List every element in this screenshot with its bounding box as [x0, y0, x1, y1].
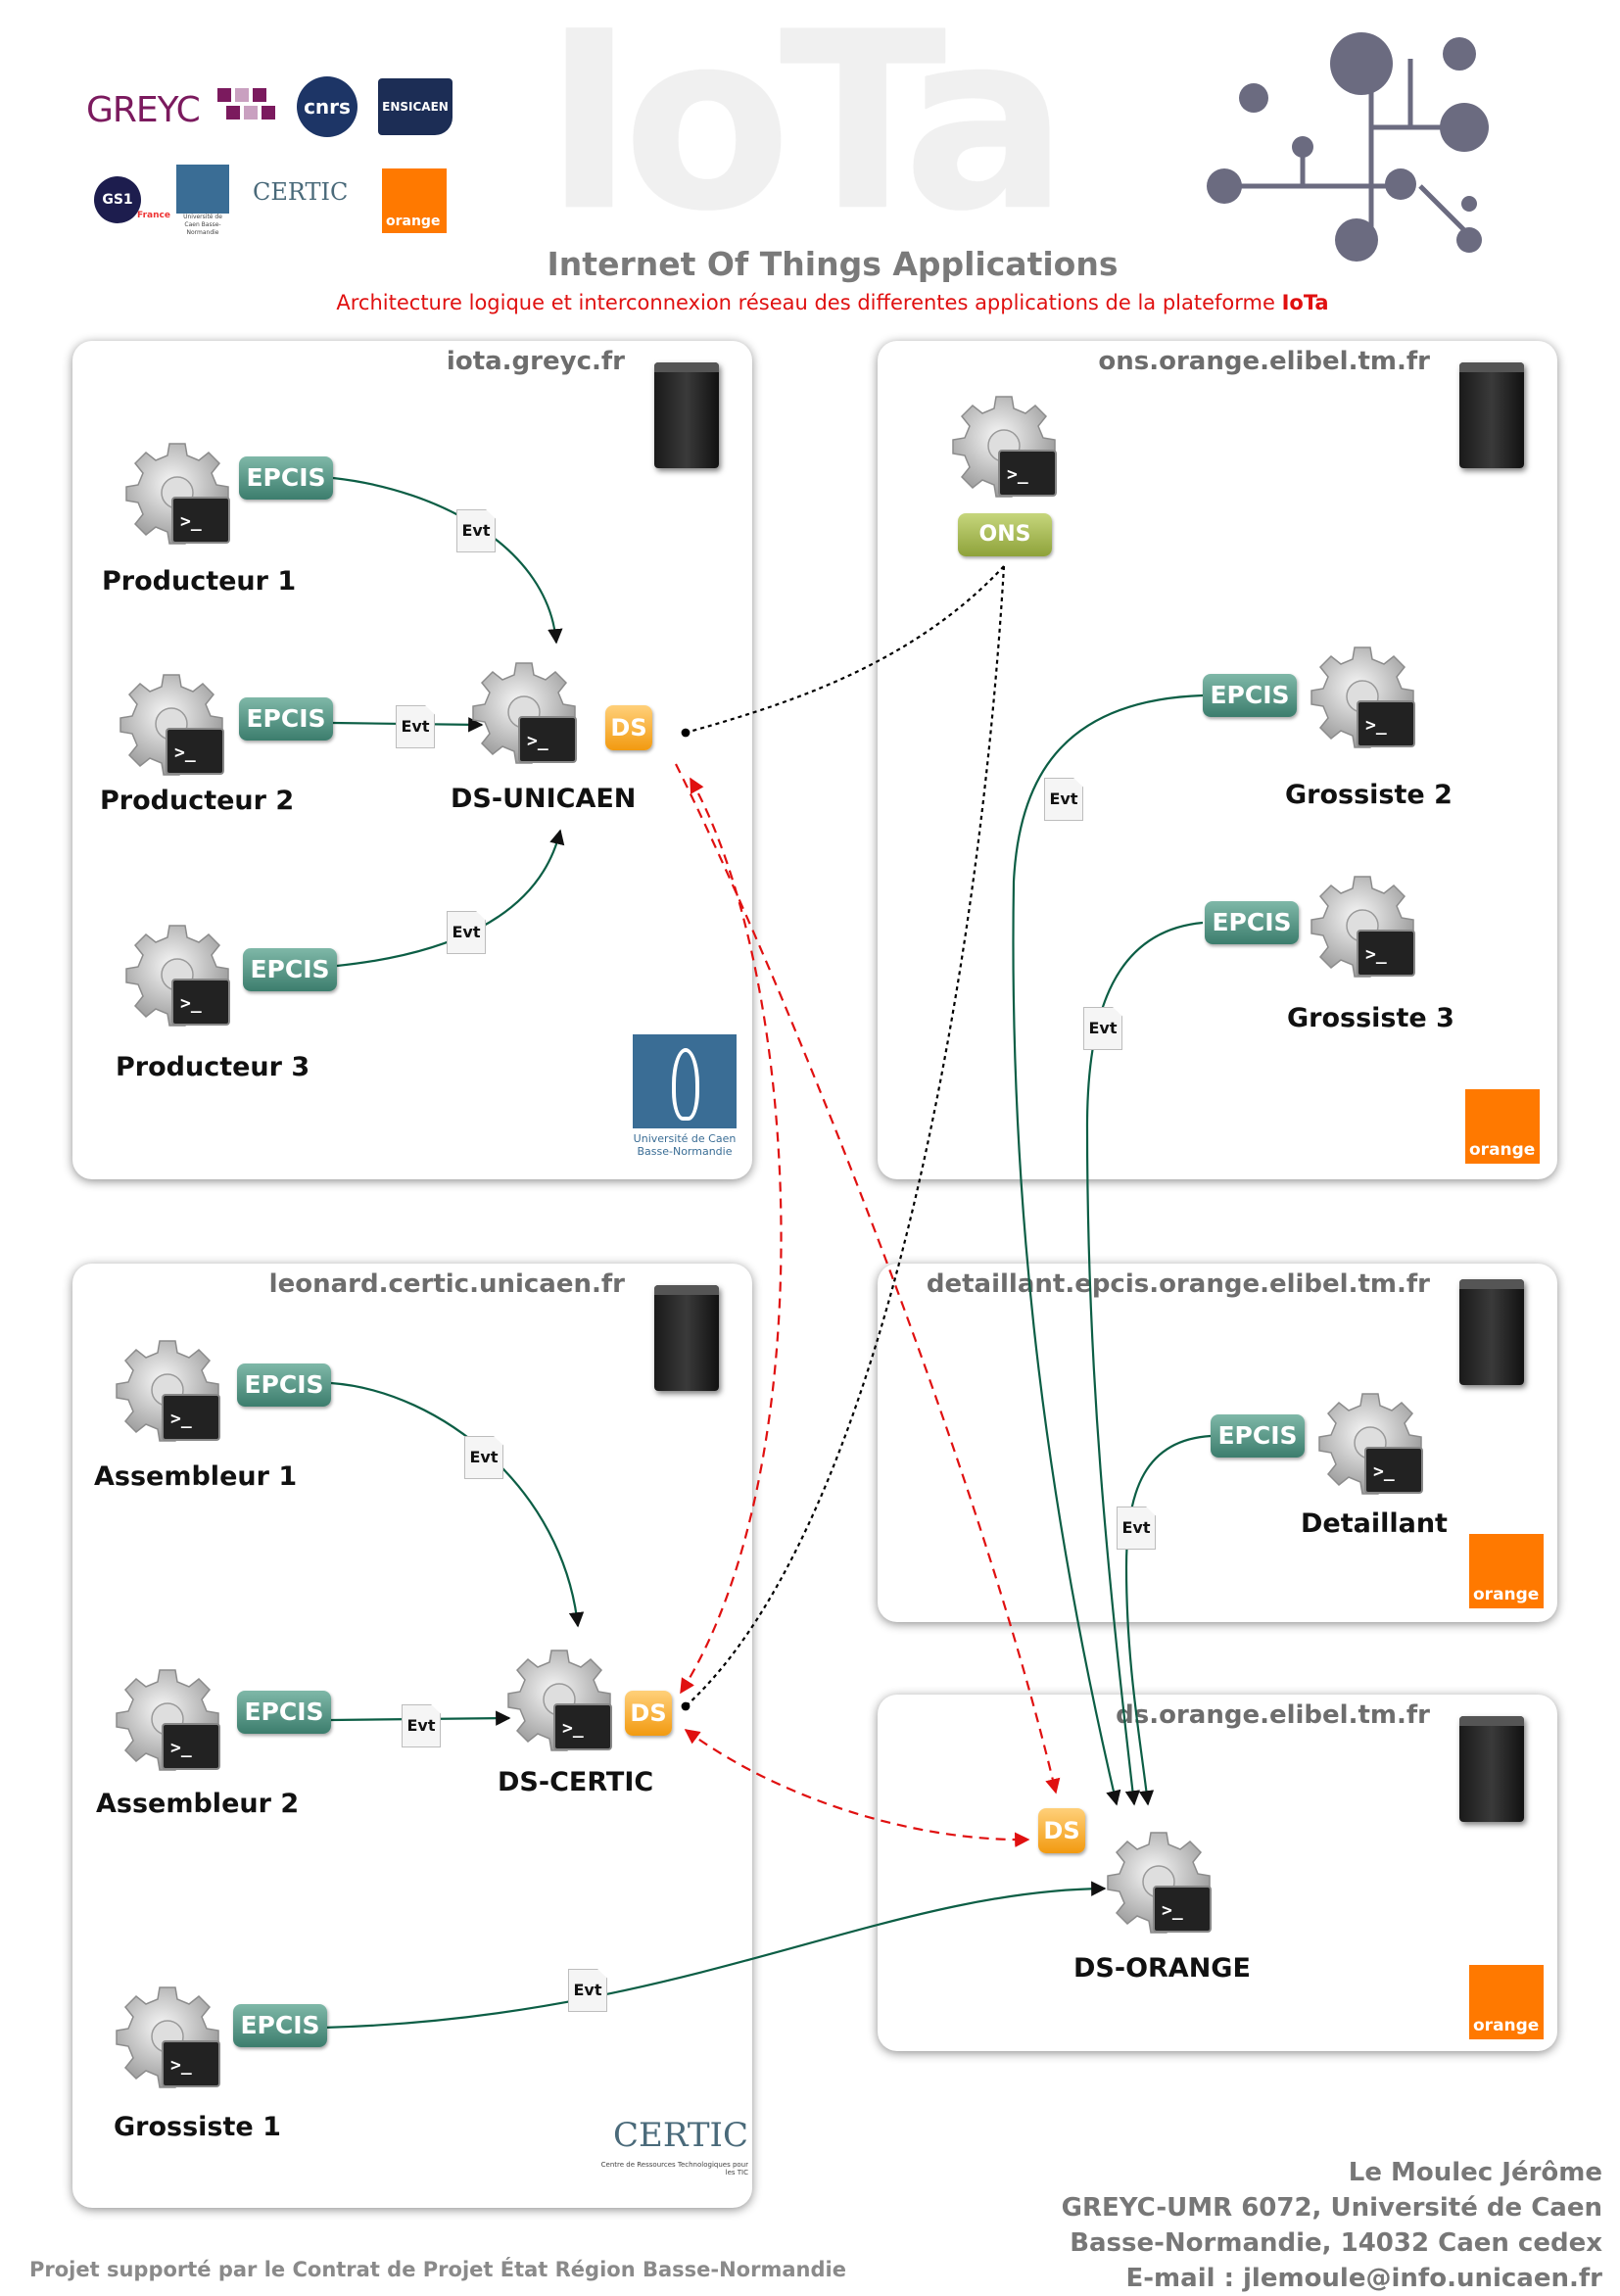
- node-label-ds-certic: DS-CERTIC: [498, 1767, 654, 1797]
- footer-contact: Le Moulec Jérôme GREYC-UMR 6072, Univers…: [1062, 2155, 1602, 2296]
- flow-detaillant: [1124, 1434, 1212, 1806]
- flow-producteur1: [332, 476, 563, 645]
- network-graphic: [1207, 32, 1489, 262]
- flow-grossiste3: [1085, 921, 1204, 1806]
- producteur1-gear-icon: [123, 439, 241, 556]
- evt-document-icon: Evt: [447, 911, 486, 954]
- ds-certic-gear-icon: [505, 1646, 623, 1763]
- server-icon: [1459, 1716, 1524, 1822]
- ensicaen-logo: ENSICAEN: [378, 78, 453, 135]
- orange-logo: orange: [1465, 1089, 1540, 1164]
- node-label-producteur1: Producteur 1: [102, 566, 297, 597]
- ons-badge: ONS: [958, 513, 1052, 556]
- ds-badge: DS: [605, 705, 652, 750]
- evt-document-icon: Evt: [1044, 778, 1083, 821]
- evt-document-icon: Evt: [396, 705, 435, 748]
- evt-document-icon: Evt: [402, 1704, 441, 1747]
- panel-host-leonard: leonard.certic.unicaen.fr: [268, 1269, 625, 1299]
- server-icon: [654, 362, 719, 468]
- grossiste1-gear-icon: [114, 1983, 231, 2100]
- flow-assembleur1: [330, 1381, 585, 1628]
- epcis-badge: EPCIS: [1211, 1414, 1305, 1458]
- node-label-grossiste3: Grossiste 3: [1287, 1003, 1454, 1033]
- panel-host-iota: iota.greyc.fr: [446, 347, 625, 376]
- footer-author: Le Moulec Jérôme: [1348, 2158, 1602, 2187]
- node-label-producteur3: Producteur 3: [116, 1052, 310, 1082]
- flow-grossiste1: [322, 1881, 1107, 2030]
- page-subtitle: Internet Of Things Applications: [547, 245, 1119, 283]
- ds-orange-gear-icon: [1105, 1828, 1222, 1945]
- gs1-logo: GS1: [94, 176, 141, 223]
- certic-small-logo: CERTIC: [253, 178, 349, 206]
- evt-document-icon: Evt: [1083, 1007, 1122, 1050]
- node-label-grossiste2: Grossiste 2: [1285, 780, 1453, 810]
- epcis-badge: EPCIS: [237, 1691, 331, 1734]
- grossiste2-gear-icon: [1309, 643, 1426, 760]
- ons-link-unicaen: [681, 565, 1005, 738]
- evt-document-icon: Evt: [1117, 1507, 1156, 1550]
- epcis-badge: EPCIS: [1203, 674, 1297, 717]
- panel-host-ds-orange: ds.orange.elibel.tm.fr: [1116, 1700, 1430, 1730]
- cnrs-logo: cnrs: [297, 76, 357, 137]
- ons-link-certic: [681, 565, 1006, 1711]
- node-label-grossiste1: Grossiste 1: [114, 2112, 281, 2142]
- ds-badge: DS: [625, 1691, 672, 1736]
- assembleur1-gear-icon: [114, 1336, 231, 1454]
- node-label-ds-orange: DS-ORANGE: [1073, 1953, 1251, 1984]
- assembleur2-gear-icon: [114, 1665, 231, 1783]
- grossiste3-gear-icon: [1309, 872, 1426, 989]
- epcis-badge: EPCIS: [237, 1363, 331, 1407]
- ds-unicaen-gear-icon: [470, 658, 588, 776]
- ons-gear-icon: [950, 392, 1068, 509]
- unicaen-small-logo: Université de Caen Basse-Normandie: [176, 165, 229, 236]
- greyc-logo-mark: [215, 84, 276, 129]
- server-icon: [1459, 362, 1524, 468]
- server-icon: [1459, 1279, 1524, 1385]
- footer-funding: Projet supporté par le Contrat de Projet…: [29, 2258, 846, 2281]
- node-label-ds-unicaen: DS-UNICAEN: [451, 784, 637, 814]
- evt-document-icon: Evt: [456, 509, 496, 552]
- detaillant-gear-icon: [1316, 1389, 1434, 1507]
- ds-link-unicaen-orange: [675, 763, 1061, 1794]
- greyc-logo: GREYC: [86, 90, 201, 130]
- footer-lab: GREYC-UMR 6072, Université de Caen: [1061, 2193, 1602, 2223]
- node-label-detaillant: Detaillant: [1301, 1508, 1448, 1539]
- orange-header-logo: orange: [382, 168, 447, 233]
- epcis-badge: EPCIS: [233, 2004, 327, 2047]
- producteur2-gear-icon: [118, 670, 235, 788]
- panel-host-detaillant: detaillant.epcis.orange.elibel.tm.fr: [926, 1269, 1430, 1299]
- footer-email: E-mail : jlemoule@info.unicaen.fr: [1125, 2264, 1603, 2293]
- panel-host-ons: ons.orange.elibel.tm.fr: [1098, 347, 1430, 376]
- orange-logo: orange: [1469, 1534, 1544, 1608]
- producteur3-gear-icon: [123, 921, 241, 1038]
- certic-logo: CERTIC Centre de Ressources Technologiqu…: [600, 2116, 748, 2176]
- ds-link-unicaen-certic: [680, 777, 783, 1695]
- flow-grossiste2: [1012, 694, 1204, 1806]
- page-caption: Architecture logique et interconnexion r…: [336, 291, 1329, 314]
- gs1-country: France: [137, 211, 170, 220]
- node-label-assembleur2: Assembleur 2: [96, 1789, 300, 1819]
- page-title: IoTa: [544, 0, 1069, 264]
- node-label-assembleur1: Assembleur 1: [94, 1461, 298, 1492]
- epcis-badge: EPCIS: [243, 948, 337, 991]
- epcis-badge: EPCIS: [1205, 901, 1299, 944]
- epcis-badge: EPCIS: [239, 456, 333, 500]
- epcis-badge: EPCIS: [239, 697, 333, 741]
- orange-logo: orange: [1469, 1965, 1544, 2039]
- ds-link-certic-orange: [684, 1729, 1030, 1847]
- evt-document-icon: Evt: [464, 1436, 503, 1479]
- ds-badge: DS: [1038, 1808, 1085, 1853]
- node-label-producteur2: Producteur 2: [100, 786, 295, 816]
- footer-address: Basse-Normandie, 14032 Caen cedex: [1070, 2228, 1602, 2258]
- evt-document-icon: Evt: [568, 1969, 607, 2012]
